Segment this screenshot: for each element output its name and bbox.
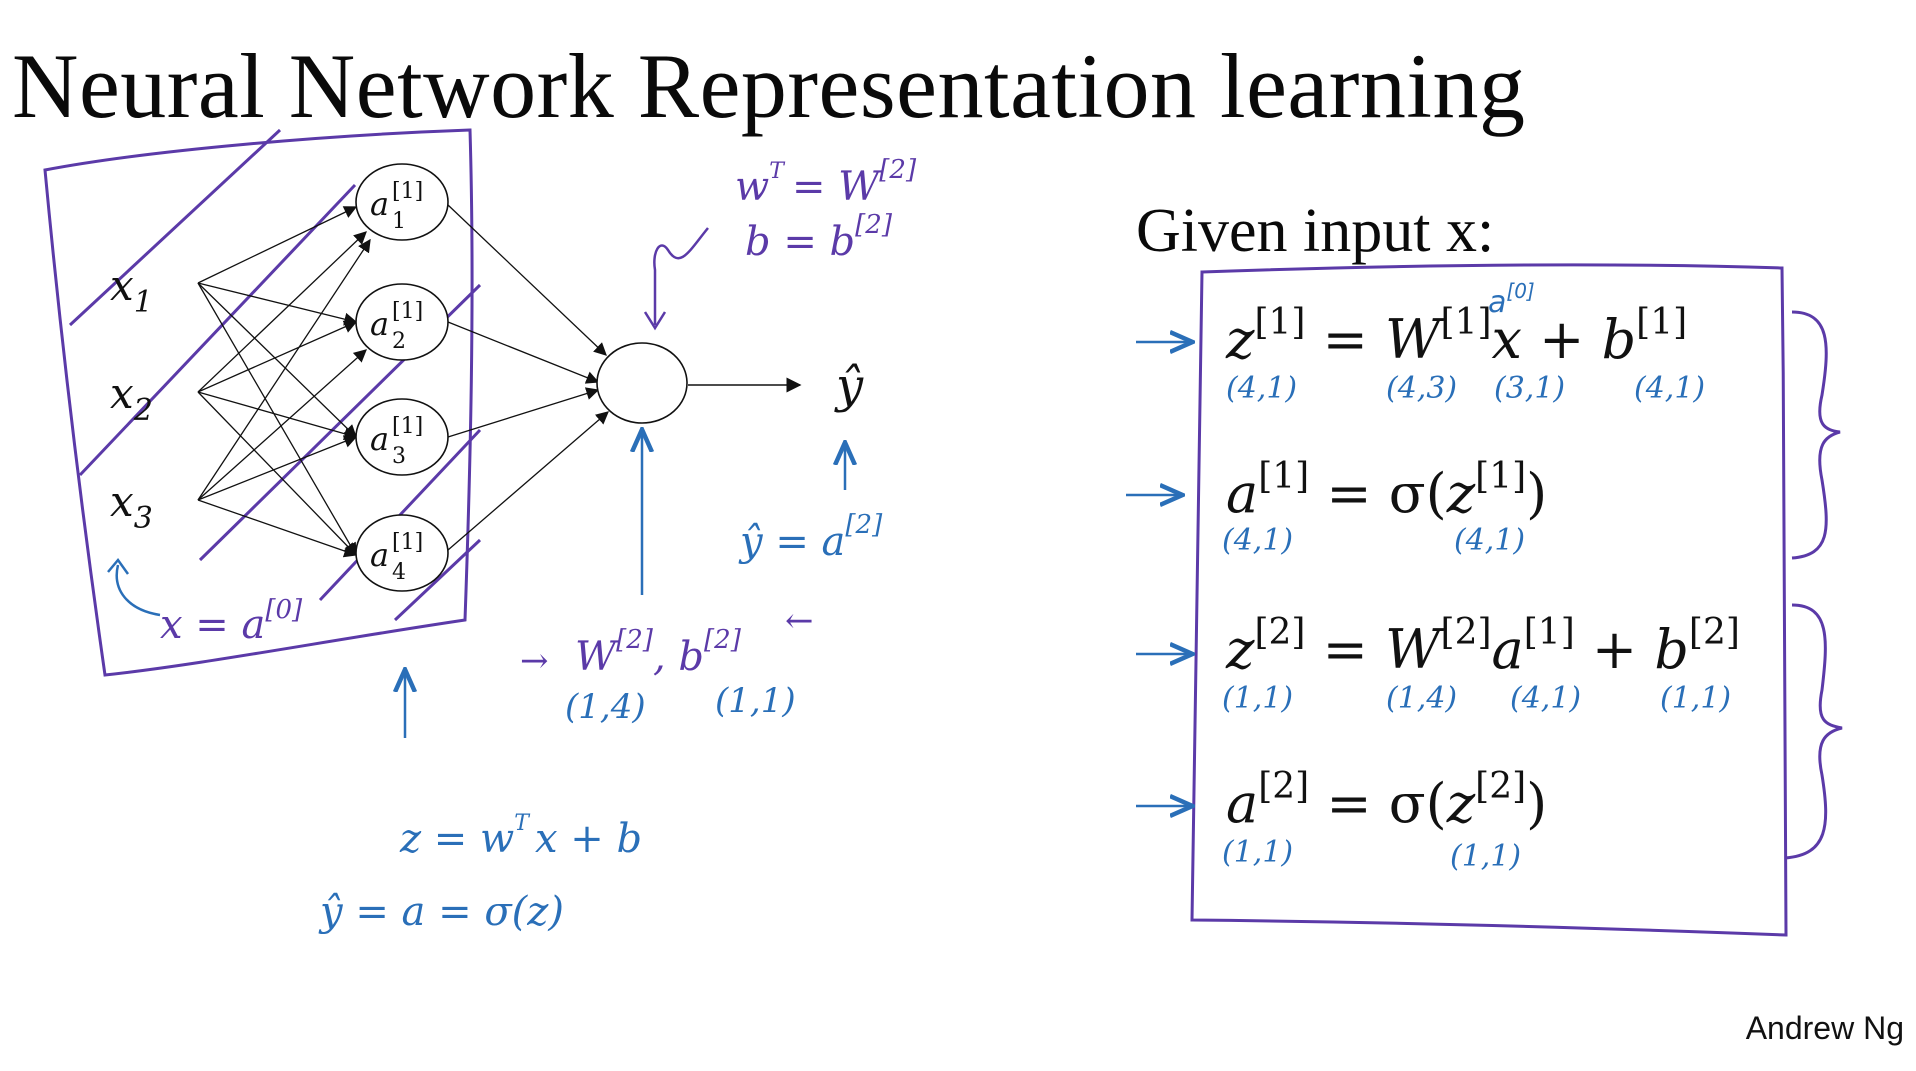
hidden-node-3: a [1] 3 bbox=[355, 398, 449, 476]
curved-arrow-x bbox=[115, 564, 161, 617]
arrow-w2: → bbox=[520, 641, 549, 681]
equation-2: a[1] = σ(z[1]) (4,1) (4,1) bbox=[1222, 456, 1547, 558]
svg-text:a: a bbox=[370, 420, 389, 458]
svg-text:[1]: [1] bbox=[392, 299, 423, 324]
input-nodes: x1 x2 x3 bbox=[110, 261, 153, 536]
w2-label: W[2], b[2] bbox=[575, 625, 742, 680]
eq4-dim-z: (1,1) bbox=[1450, 839, 1521, 874]
svg-text:1: 1 bbox=[392, 209, 406, 234]
b-equals-b2: b = b[2] bbox=[745, 210, 893, 265]
b2-dims: (1,1) bbox=[715, 681, 796, 721]
eq1-lhs: z[1] = W[1]x + b[1] bbox=[1225, 302, 1687, 371]
yhat-equals-sigma-z: ŷ = a = σ(z) bbox=[318, 889, 564, 935]
input-x3: x3 bbox=[110, 477, 153, 536]
w-transpose-equals-w2: wT= W[2] bbox=[735, 155, 917, 210]
eq3-dim-a: (4,1) bbox=[1510, 681, 1581, 716]
yhat-equals-a2: ŷ = a[2] bbox=[738, 510, 883, 565]
brace-layer2 bbox=[1784, 603, 1843, 860]
svg-text:a: a bbox=[370, 305, 389, 343]
brace-layer1 bbox=[1791, 310, 1841, 560]
eq3-dim-z: (1,1) bbox=[1222, 681, 1293, 716]
purple-annotations: x = a[0] wT= W[2] b = b[2] → W[2], b[2] … bbox=[107, 155, 917, 681]
svg-text:3: 3 bbox=[392, 444, 406, 469]
hidden-output-edges bbox=[447, 204, 609, 551]
x-equals-a0: x = a[0] bbox=[160, 595, 303, 648]
eq3-dim-b: (1,1) bbox=[1660, 681, 1731, 716]
output-node bbox=[596, 342, 688, 424]
eq2: a[1] = σ(z[1]) bbox=[1226, 456, 1547, 525]
hidden-layer-box bbox=[43, 128, 474, 677]
output-yhat: ŷ bbox=[834, 358, 864, 414]
eq3: z[2] = W[2]a[1] + b[2] bbox=[1225, 612, 1740, 681]
svg-text:[1]: [1] bbox=[392, 179, 423, 204]
svg-text:a: a bbox=[370, 185, 389, 223]
eq2-dim-a: (4,1) bbox=[1222, 523, 1293, 558]
equation-4: a[2] = σ(z[2]) (1,1) (1,1) bbox=[1222, 766, 1547, 874]
squiggle-arrow-top bbox=[653, 227, 709, 325]
eq4-dim-a: (1,1) bbox=[1222, 835, 1293, 870]
hidden-node-2: a [1] 2 bbox=[355, 283, 449, 361]
eq1-dim-z: (4,1) bbox=[1226, 371, 1297, 406]
svg-text:[1]: [1] bbox=[392, 414, 423, 439]
svg-text:4: 4 bbox=[392, 560, 406, 585]
hidden-node-4: a [1] 4 bbox=[355, 514, 449, 592]
given-input-label: Given input x: bbox=[1136, 197, 1495, 265]
author-credit: Andrew Ng bbox=[1745, 1010, 1904, 1046]
eq1-dim-w: (4,3) bbox=[1386, 371, 1457, 406]
input-x1: x1 bbox=[110, 261, 153, 320]
eq1-a0-overwrite: a[0] bbox=[1488, 279, 1535, 320]
equation-1: z[1] = W[1]x + b[1] a[0] (4,1) (4,3) (3,… bbox=[1225, 279, 1705, 406]
eq2-dim-z: (4,1) bbox=[1454, 523, 1525, 558]
equations-box bbox=[1190, 263, 1788, 937]
arrow-b2: ← bbox=[785, 601, 814, 641]
equation-3: z[2] = W[2]a[1] + b[2] (1,1) (1,4) (4,1)… bbox=[1222, 612, 1740, 716]
svg-text:[1]: [1] bbox=[392, 530, 423, 555]
hidden-nodes: a [1] 1 a [1] 2 a [1] 3 a [1] 4 bbox=[355, 163, 449, 592]
slide-title: Neural Network Representation learning bbox=[12, 35, 1526, 137]
input-hidden-edges bbox=[197, 206, 371, 558]
w2-dims: (1,4) bbox=[565, 687, 646, 727]
svg-text:a: a bbox=[370, 536, 389, 574]
hidden-node-1: a [1] 1 bbox=[355, 163, 449, 241]
eq3-dim-w: (1,4) bbox=[1386, 681, 1457, 716]
svg-text:2: 2 bbox=[392, 329, 406, 354]
eq1-dim-x: (3,1) bbox=[1494, 371, 1565, 406]
eq1-dim-b: (4,1) bbox=[1634, 371, 1705, 406]
equation-arrows bbox=[1126, 342, 1190, 806]
input-x2: x2 bbox=[110, 369, 153, 428]
eq4: a[2] = σ(z[2]) bbox=[1226, 766, 1547, 835]
